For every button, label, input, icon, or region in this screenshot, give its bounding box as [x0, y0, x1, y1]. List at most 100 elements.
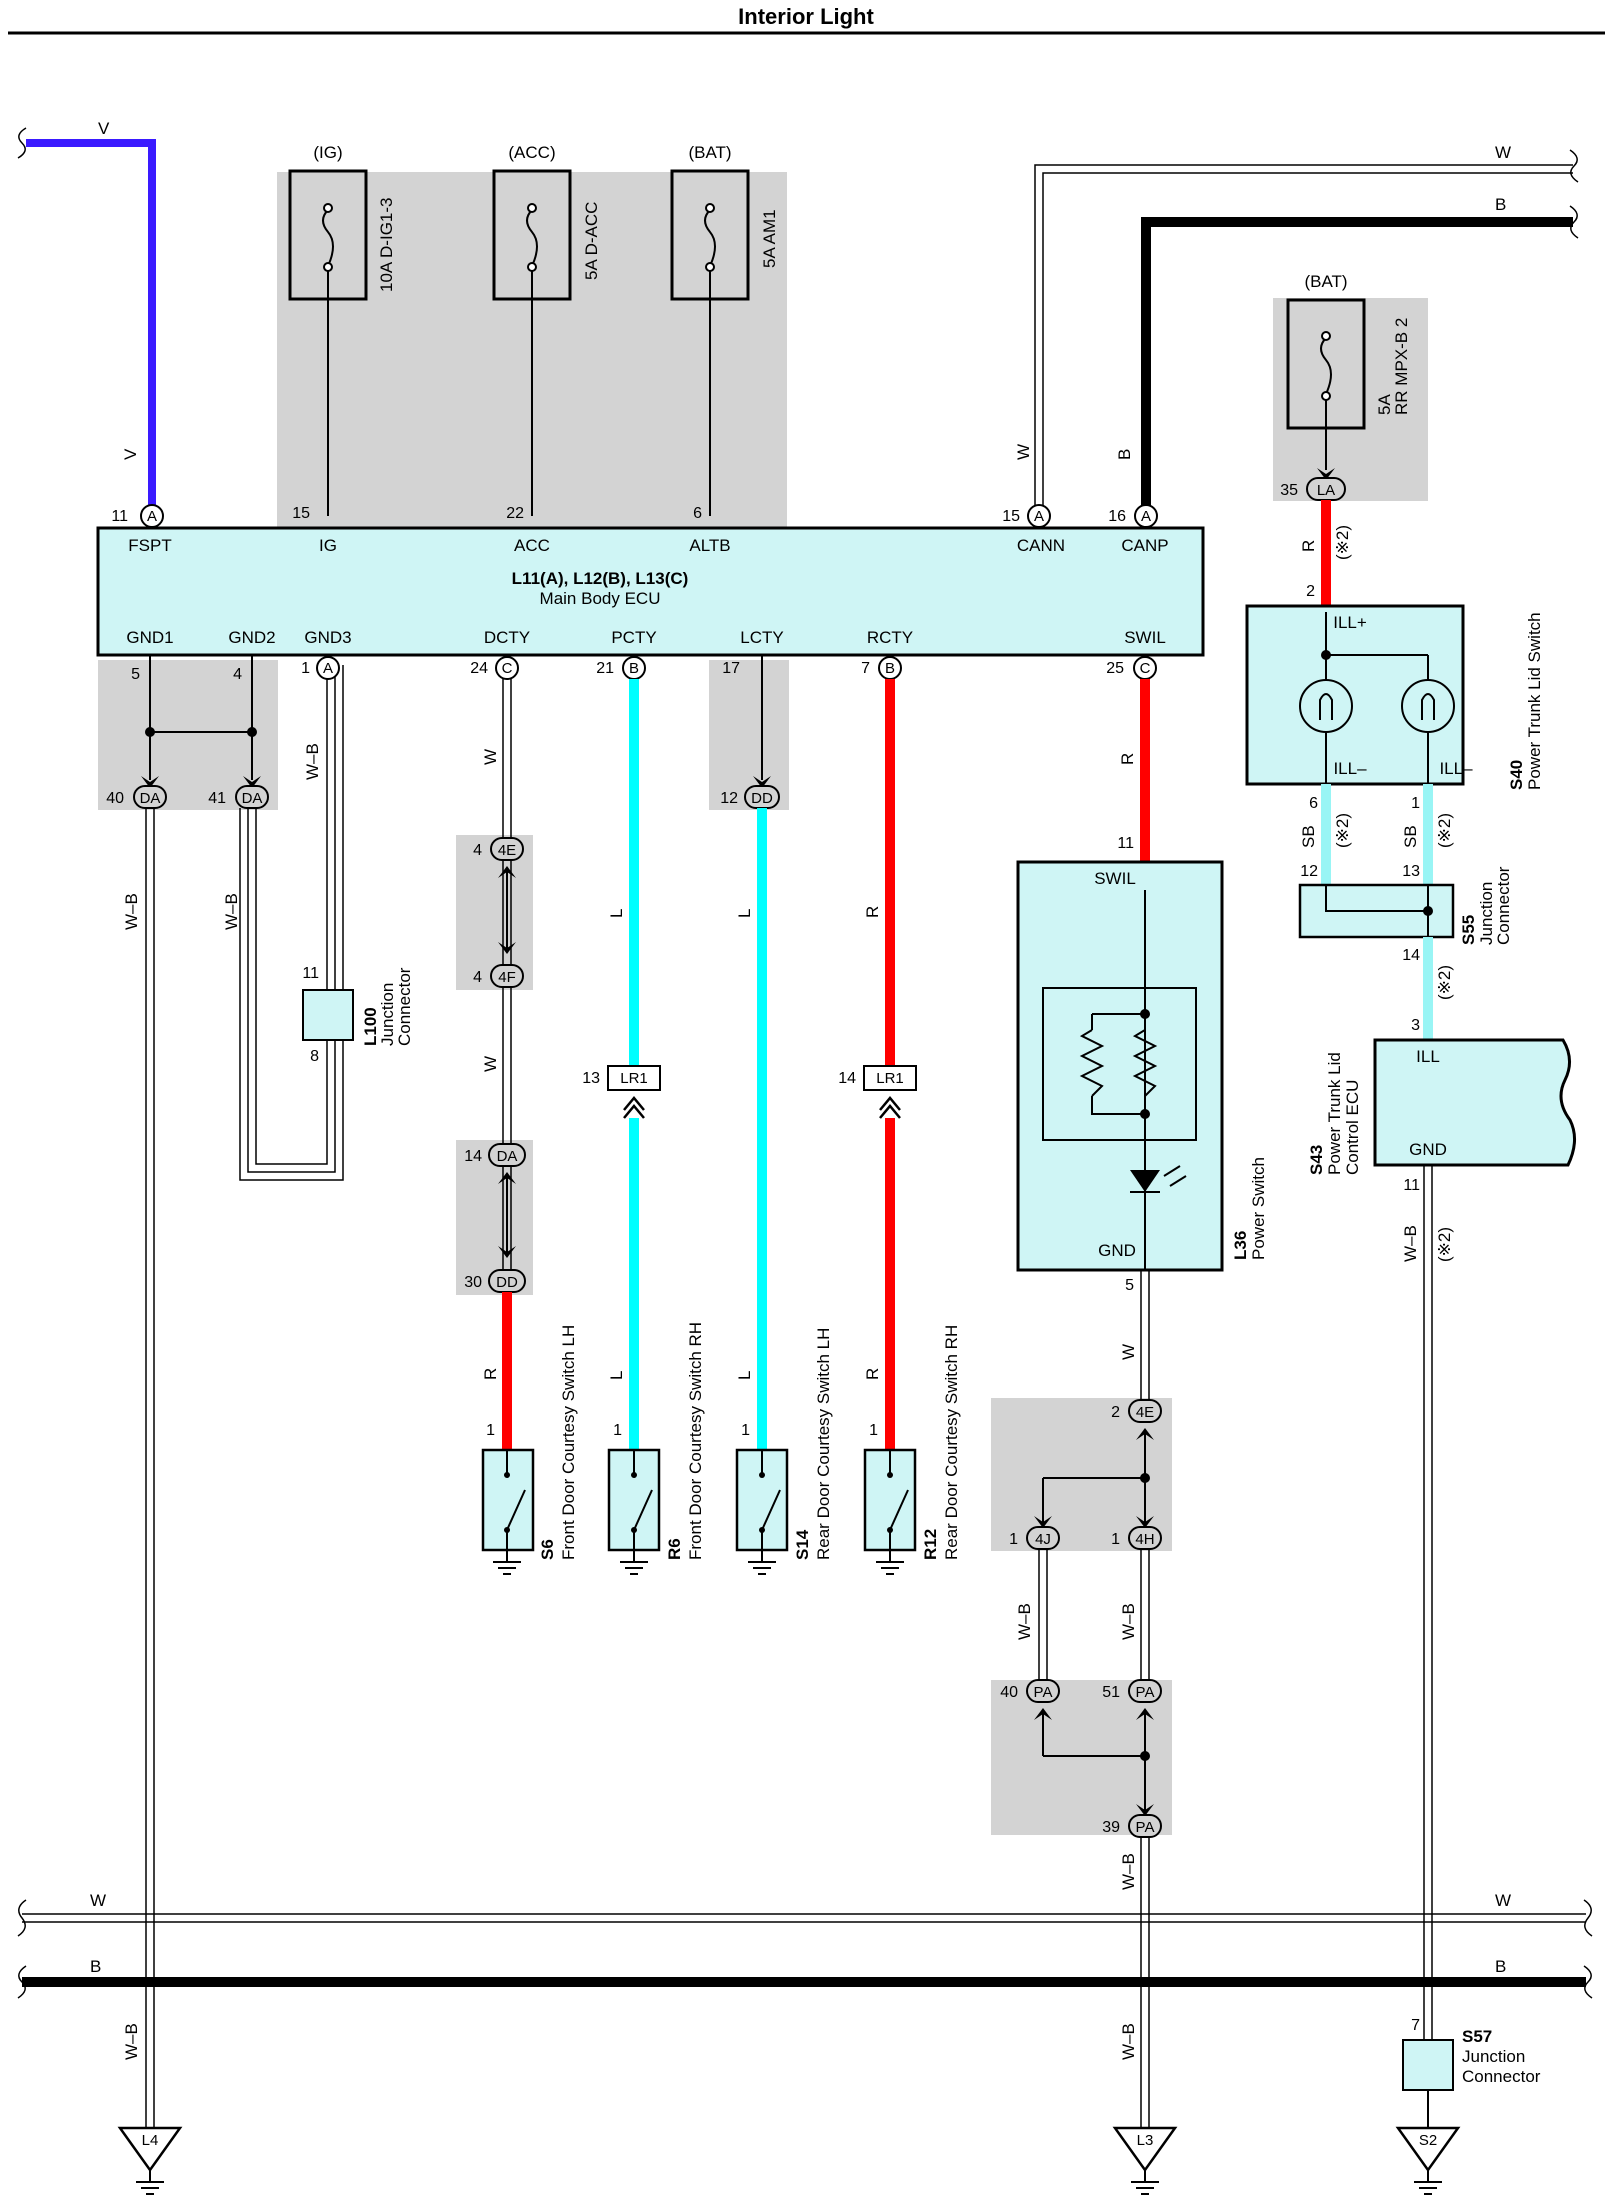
svg-text:17: 17: [722, 660, 740, 677]
svg-text:2: 2: [1306, 583, 1315, 600]
svg-text:5: 5: [131, 666, 140, 683]
svg-text:C: C: [1140, 660, 1151, 677]
svg-text:W–B: W–B: [222, 893, 241, 930]
svg-text:GND3: GND3: [304, 628, 351, 647]
svg-text:S55: S55: [1459, 915, 1478, 945]
svg-text:R6: R6: [665, 1538, 684, 1560]
svg-text:GND: GND: [1098, 1241, 1136, 1260]
svg-text:B: B: [1115, 449, 1134, 460]
svg-text:5A: 5A: [1375, 394, 1394, 415]
svg-text:CANN: CANN: [1017, 536, 1065, 555]
svg-text:4E: 4E: [1136, 1404, 1154, 1421]
svg-text:C: C: [502, 660, 513, 677]
svg-text:Rear Door Courtesy Switch LH: Rear Door Courtesy Switch LH: [814, 1328, 833, 1560]
svg-text:1: 1: [301, 660, 310, 677]
svg-text:S6: S6: [538, 1539, 557, 1560]
svg-text:1: 1: [1009, 1531, 1018, 1548]
svg-text:12: 12: [1300, 863, 1318, 880]
wire-violet: V V: [17, 119, 156, 516]
svg-text:SB: SB: [1299, 825, 1318, 848]
svg-text:W: W: [1495, 143, 1511, 162]
svg-text:B: B: [629, 660, 639, 677]
svg-text:S57: S57: [1462, 2027, 1492, 2046]
wire-w-top: W W: [1014, 143, 1579, 516]
ground-s2: S2: [1395, 2126, 1461, 2195]
svg-text:LR1: LR1: [876, 1070, 904, 1087]
svg-text:41: 41: [208, 790, 226, 807]
svg-text:ILL+: ILL+: [1333, 613, 1367, 632]
bus-b-bottom: B B: [17, 1957, 1593, 1999]
svg-text:Control ECU: Control ECU: [1343, 1080, 1362, 1175]
svg-text:PA: PA: [1136, 1819, 1155, 1836]
svg-text:L36: L36: [1231, 1231, 1250, 1260]
svg-text:(IG): (IG): [313, 143, 342, 162]
svg-text:LCTY: LCTY: [740, 628, 783, 647]
switch-r12: 1 R12 Rear Door Courtesy Switch RH: [863, 1325, 961, 1575]
svg-text:(ACC): (ACC): [508, 143, 555, 162]
svg-text:L11(A), L12(B), L13(C): L11(A), L12(B), L13(C): [512, 569, 689, 588]
wire-gnd3: A 1: [301, 656, 340, 680]
svg-text:SWIL: SWIL: [1124, 628, 1166, 647]
ecu-top-pins: A 11 15 22 6 A 15 A 16: [111, 504, 1158, 528]
svg-text:R: R: [863, 906, 882, 918]
svg-text:Front Door Courtesy Switch RH: Front Door Courtesy Switch RH: [686, 1322, 705, 1560]
svg-text:7: 7: [861, 660, 870, 677]
svg-text:11: 11: [302, 965, 319, 982]
svg-text:W–B: W–B: [1015, 1603, 1034, 1640]
wire-swil: C 25 R 11: [1106, 656, 1157, 862]
svg-text:DD: DD: [496, 1274, 518, 1291]
svg-text:14: 14: [838, 1070, 856, 1087]
svg-text:22: 22: [506, 505, 524, 522]
svg-text:(BAT): (BAT): [688, 143, 731, 162]
svg-text:L4: L4: [142, 2132, 159, 2149]
wire-pcty: B 21 L LR1 13 L: [582, 656, 661, 1450]
svg-text:PCTY: PCTY: [611, 628, 656, 647]
svg-text:A: A: [1141, 508, 1151, 525]
svg-text:1: 1: [1111, 1531, 1120, 1548]
svg-text:11: 11: [111, 508, 128, 525]
wire-gnd1-gnd2: 5 4 DA DA 40 41 W–B W–B W–B W–B: [106, 655, 344, 2128]
svg-text:30: 30: [464, 1274, 482, 1291]
main-body-ecu: L11(A), L12(B), L13(C) Main Body ECU FSP…: [96, 526, 1205, 657]
svg-text:1: 1: [486, 1422, 495, 1439]
ground-l3: L3: [1112, 2126, 1178, 2195]
svg-text:SWIL: SWIL: [1094, 869, 1136, 888]
ground-l4: L4: [117, 2126, 183, 2195]
svg-text:W: W: [481, 749, 500, 765]
svg-text:Junction: Junction: [378, 983, 397, 1046]
bus-w-bottom: W W: [17, 1891, 1593, 1937]
svg-text:Front Door Courtesy Switch LH: Front Door Courtesy Switch LH: [559, 1325, 578, 1560]
svg-text:8: 8: [310, 1048, 319, 1065]
svg-text:4E: 4E: [498, 842, 516, 859]
svg-text:DA: DA: [242, 790, 263, 807]
switch-s6: 1 S6 Front Door Courtesy Switch LH: [481, 1325, 578, 1575]
svg-text:35: 35: [1280, 482, 1298, 499]
fuse-5a-rr-mpx-b2: (BAT) 5A RR MPX-B 2 LA 35 R (※2) 2: [1280, 272, 1411, 606]
svg-text:LA: LA: [1317, 482, 1335, 499]
svg-text:R12: R12: [921, 1529, 940, 1560]
svg-text:W: W: [1014, 444, 1033, 460]
wire-rcty: B 7 R LR1 14 R: [838, 656, 917, 1450]
svg-text:LR1: LR1: [620, 1070, 648, 1087]
svg-text:W–B: W–B: [1401, 1225, 1420, 1262]
svg-text:R: R: [863, 1368, 882, 1380]
svg-text:S14: S14: [793, 1529, 812, 1560]
svg-text:R: R: [1118, 753, 1137, 765]
svg-text:1: 1: [613, 1422, 622, 1439]
svg-text:Connector: Connector: [1494, 866, 1513, 945]
svg-text:7: 7: [1411, 2017, 1420, 2034]
wire-dcty: C 24 W W 4E 4 4F 4 DA 14 DD 30 R: [464, 656, 526, 1450]
svg-text:(※2): (※2): [1333, 813, 1352, 848]
svg-text:Connector: Connector: [1462, 2067, 1541, 2086]
svg-text:W: W: [1495, 1891, 1511, 1910]
power-trunk-lid-ecu-s43: ILL GND S43 Power Trunk Lid Control ECU …: [1307, 1038, 1576, 2040]
svg-text:21: 21: [596, 660, 614, 677]
svg-text:R: R: [481, 1368, 500, 1380]
svg-text:V: V: [121, 448, 140, 460]
svg-text:L: L: [735, 909, 754, 918]
svg-text:A: A: [147, 508, 157, 525]
svg-text:25: 25: [1106, 660, 1124, 677]
svg-text:(※2): (※2): [1435, 813, 1454, 848]
svg-text:W–B: W–B: [303, 743, 322, 780]
svg-text:S40: S40: [1507, 760, 1526, 790]
